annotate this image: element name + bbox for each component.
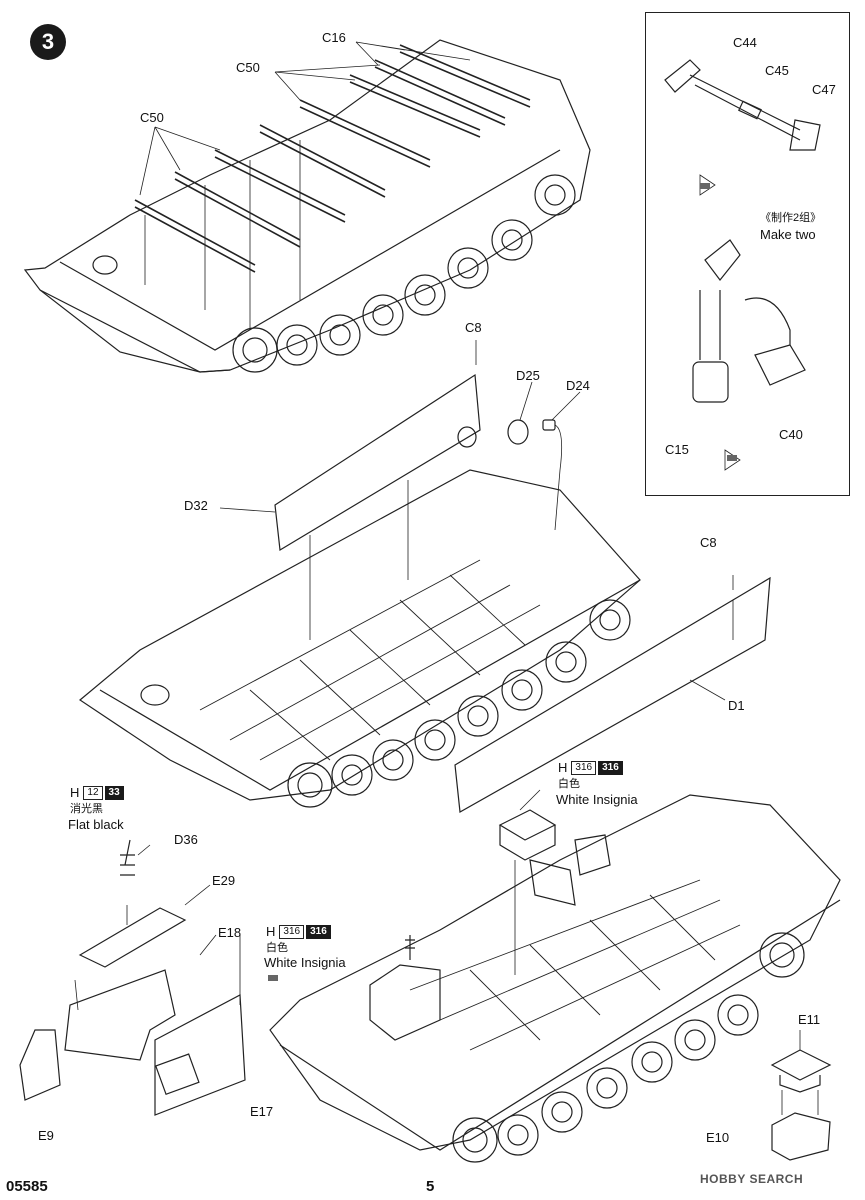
part-label-e18: E18	[218, 925, 242, 940]
paint-code-box-dark: 316	[306, 924, 331, 939]
paint-name-cn: 白色	[558, 778, 580, 790]
part-label-c16: C16	[322, 30, 346, 45]
middle-hull-outline	[78, 469, 641, 801]
watermark-logo: HOBBY SEARCH	[700, 1172, 804, 1186]
part-label-c8-right: C8	[700, 535, 717, 550]
top-hull-outline	[23, 39, 591, 373]
paint-name-cn: 白色	[266, 942, 288, 954]
top-road-wheels	[232, 174, 576, 373]
paint-code-box: 316	[279, 924, 305, 939]
part-label-c8-top: C8	[465, 320, 482, 335]
inset-panel	[645, 12, 850, 496]
inset-parts-art	[664, 59, 821, 471]
bottom-road-wheels	[452, 932, 805, 1163]
step-number-badge: 3	[30, 24, 66, 60]
paint-letter: H	[266, 924, 276, 939]
part-label-d24: D24	[566, 378, 590, 393]
part-label-c40: C40	[779, 427, 803, 442]
make-two-note-cn: 《制作2组》	[760, 212, 822, 224]
page-number: 5	[426, 1178, 435, 1195]
part-label-e10: E10	[706, 1130, 730, 1145]
paint-code-box: 316	[571, 760, 597, 775]
part-label-c50-top: C50	[236, 60, 260, 75]
paint-letter: H	[558, 760, 568, 775]
middle-road-wheels	[287, 599, 631, 808]
part-label-d32: D32	[184, 498, 208, 513]
bottom-hull-outline	[269, 794, 841, 1151]
paint-name-en: Flat black	[68, 817, 124, 832]
paint-code-white-insignia-2: H 316 316	[266, 924, 331, 939]
d32-panel	[274, 373, 481, 551]
paint-letter: H	[70, 785, 80, 800]
part-label-e9: E9	[38, 1128, 54, 1143]
part-label-d1: D1	[728, 698, 745, 713]
part-label-e11: E11	[798, 1012, 821, 1027]
paint-name-en: White Insignia	[556, 792, 638, 807]
paint-code-flat-black: H 12 33	[70, 785, 124, 800]
part-label-c44: C44	[733, 35, 757, 50]
part-label-c50-left: C50	[140, 110, 164, 125]
paint-code-white-insignia-1: H 316 316	[558, 760, 623, 775]
part-label-e17: E17	[250, 1104, 274, 1119]
paint-code-box-dark: 316	[598, 760, 623, 775]
part-label-d25: D25	[516, 368, 540, 383]
d1-panel	[454, 576, 771, 813]
make-two-note-en: Make two	[760, 227, 816, 242]
paint-code-box: 12	[83, 785, 103, 800]
product-code: 05585	[6, 1178, 48, 1195]
part-label-c15: C15	[665, 442, 689, 457]
paint-name-cn: 消光黑	[70, 803, 103, 815]
part-label-e29: E29	[212, 873, 236, 888]
paint-code-box-dark: 33	[104, 785, 124, 800]
part-label-c47: C47	[812, 82, 836, 97]
part-label-c45: C45	[765, 63, 789, 78]
paint-name-en: White Insignia	[264, 955, 346, 970]
e-parts-art	[19, 839, 246, 1116]
part-label-d36: D36	[174, 832, 198, 847]
